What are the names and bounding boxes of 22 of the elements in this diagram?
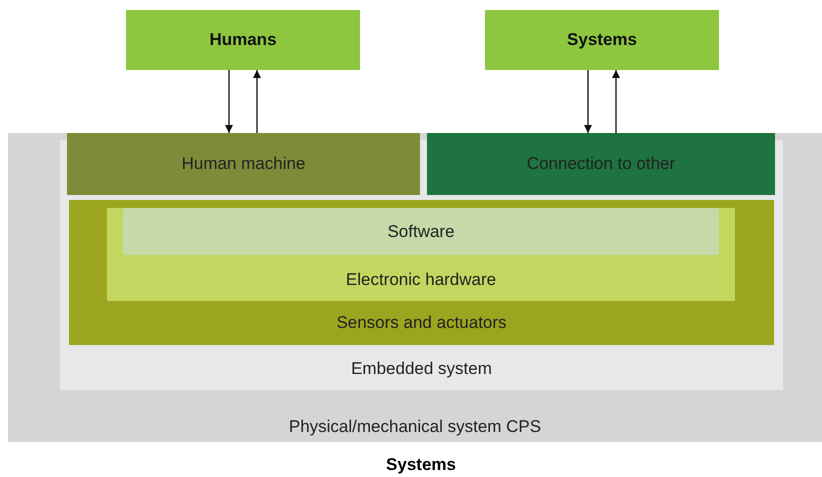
process-box <box>126 10 360 70</box>
node-label: Software <box>387 222 455 242</box>
interface-box <box>67 133 420 195</box>
layer-box <box>107 208 735 301</box>
caption: Systems <box>386 455 456 475</box>
layer-box <box>123 208 719 255</box>
node-label: Physical/mechanical system CPS <box>288 417 542 437</box>
arrow <box>584 70 592 133</box>
arrow <box>253 70 261 133</box>
interface-box <box>427 133 775 195</box>
node-label: Human machine <box>182 154 306 174</box>
node-label: Electronic hardware <box>346 270 496 290</box>
node-label: Embedded system <box>351 359 492 379</box>
layer-box <box>8 133 822 442</box>
process-box <box>485 10 719 70</box>
node-label: Systems <box>567 30 637 50</box>
arrow <box>225 70 233 133</box>
node-label: Connection to other <box>526 154 676 174</box>
node-label: Humans <box>209 30 277 50</box>
node-label: Sensors and actuators <box>336 313 507 333</box>
arrow <box>612 70 620 133</box>
layer-box <box>69 200 774 345</box>
